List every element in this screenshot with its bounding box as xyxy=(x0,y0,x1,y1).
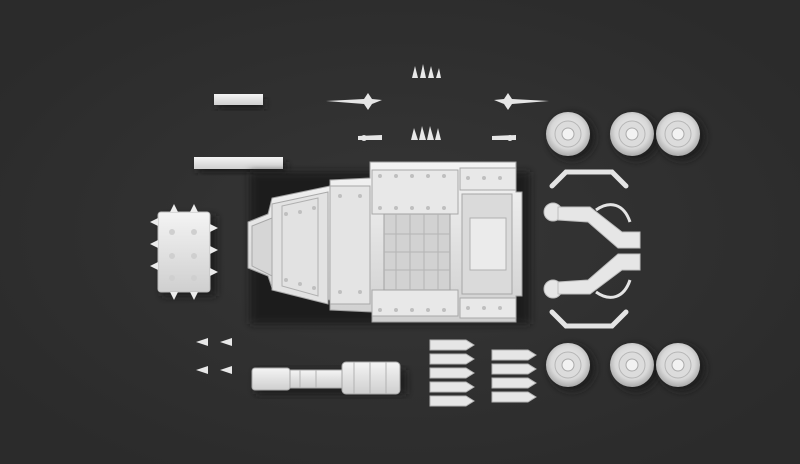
flat-plate-short xyxy=(214,94,264,109)
wheel xyxy=(656,343,705,391)
fender-top xyxy=(549,169,629,189)
wheel xyxy=(656,112,705,160)
rocket-part-left xyxy=(326,93,382,141)
shell-stack-right xyxy=(491,349,537,403)
wheel xyxy=(546,343,595,391)
spiked-roller xyxy=(150,204,218,300)
small-spikes xyxy=(196,338,232,374)
rocket-part-right xyxy=(492,93,549,141)
suspension-arm-lower xyxy=(543,253,641,299)
shell-stack-left xyxy=(429,339,475,407)
vehicle-hull xyxy=(247,161,530,324)
wheel xyxy=(610,343,659,391)
suspension-arm-upper xyxy=(543,202,641,249)
flat-plate-long xyxy=(194,157,286,173)
spike-cluster-top xyxy=(412,64,441,78)
spike-cluster-mid xyxy=(411,126,441,140)
cannon-barrel xyxy=(251,361,406,395)
wheel xyxy=(546,112,595,160)
fender-bottom xyxy=(549,309,629,329)
wheel xyxy=(610,112,659,160)
